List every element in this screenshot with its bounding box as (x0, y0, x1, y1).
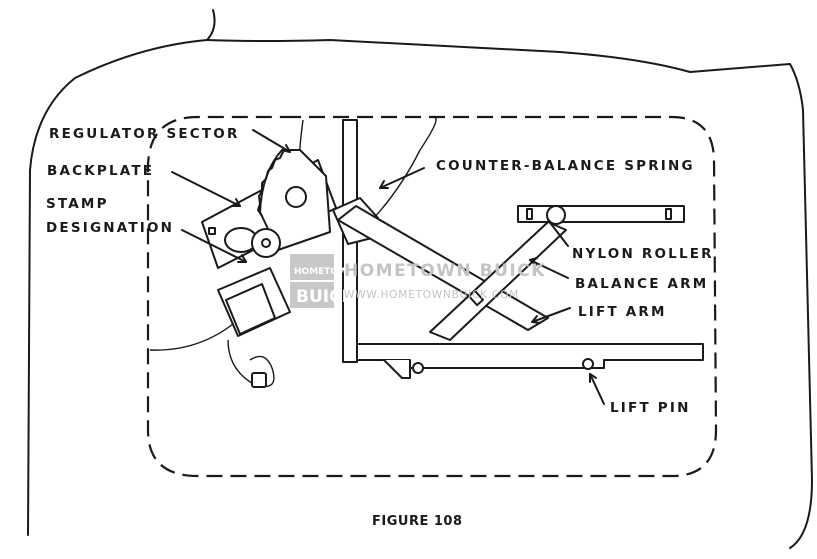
watermark-logo-top-text: HOMETOWN (294, 267, 356, 277)
lift-arm (337, 205, 549, 331)
label-nylon-roller: NYLON ROLLER (572, 246, 714, 262)
label-designation: DESIGNATION (46, 220, 174, 236)
watermark: HOMETOWN BUICK HOMETOWN BUICK WWW.HOMETO… (290, 254, 546, 308)
door-panel-outline (27, 9, 813, 549)
label-backplate: BACKPLATE (47, 163, 154, 179)
regulator-motor (217, 227, 291, 337)
balance-arm (429, 221, 567, 341)
sash-channel (356, 343, 704, 379)
leader-lines (171, 129, 605, 405)
label-regulator-sector: REGULATOR SECTOR (49, 126, 240, 142)
watermark-logo-top (290, 254, 334, 280)
label-lift-pin: LIFT PIN (610, 400, 691, 416)
roller-channel (517, 205, 685, 225)
label-stamp: STAMP (46, 196, 109, 212)
label-balance-arm: BALANCE ARM (575, 276, 708, 292)
dashed-door-opening (146, 115, 718, 478)
watermark-logo-bottom (290, 282, 334, 308)
watermark-logo-bottom-text: BUICK (296, 287, 356, 307)
label-lift-arm: LIFT ARM (578, 304, 667, 320)
label-counter-balance-spring: COUNTER-BALANCE SPRING (436, 158, 695, 174)
figure-caption: FIGURE 108 (372, 514, 463, 529)
regulator-sector (257, 149, 331, 251)
wire-connector (251, 372, 267, 388)
watermark-url: WWW.HOMETOWNBUICK.COM (344, 289, 519, 301)
watermark-name: HOMETOWN BUICK (344, 261, 546, 281)
